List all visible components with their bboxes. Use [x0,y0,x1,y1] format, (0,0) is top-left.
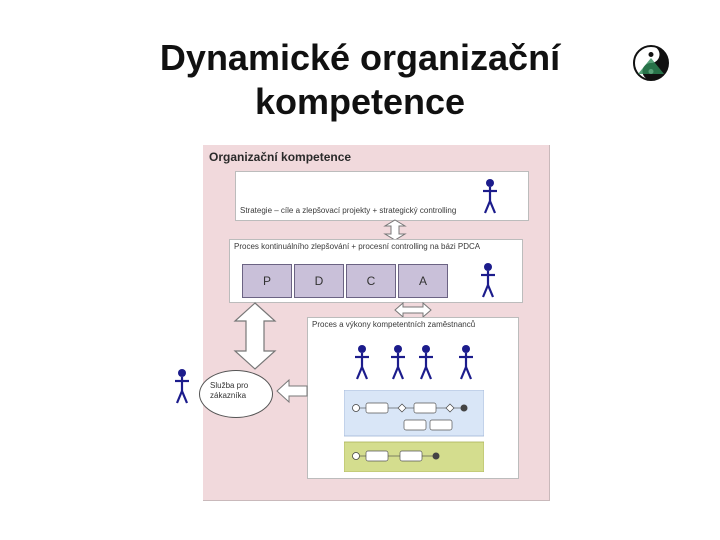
person-icon [391,345,405,380]
process-flow-lanes [344,390,484,472]
title-line-1: Dynamické organizační [159,37,561,78]
yin-yang-logo-icon [633,45,669,81]
person-icon [481,263,495,298]
strategy-label: Strategie – cíle a zlepšovací projekty +… [240,206,457,215]
service-line-1: Služba pro [210,381,249,390]
pdca-step-c: C [346,264,396,298]
pdca-step-d: D [294,264,344,298]
process-box: Proces a výkony kompetentních zaměstnanc… [307,317,519,479]
vertical-double-arrow [233,302,277,370]
double-arrow-2 [394,301,432,319]
competence-diagram: Organizační kompetence Strategie – cíle … [199,145,550,501]
person-icon [419,345,433,380]
person-icon [483,179,497,214]
person-icon [355,345,369,380]
pdca-step-p: P [242,264,292,298]
double-arrow-1 [383,219,407,241]
pdca-label: Proces kontinuálního zlepšování + proces… [234,242,481,251]
slide-title: Dynamické organizační kompetence [120,36,600,124]
left-arrow [276,378,308,404]
customer-service-ellipse: Služba pro zákazníka [199,370,273,418]
diagram-title: Organizační kompetence [209,150,352,164]
pdca-step-a: A [398,264,448,298]
pdca-box: Proces kontinuálního zlepšování + proces… [229,239,523,303]
service-line-2: zákazníka [210,391,247,400]
strategy-box: Strategie – cíle a zlepšovací projekty +… [235,171,529,221]
process-label: Proces a výkony kompetentních zaměstnanc… [312,320,476,329]
person-icon [459,345,473,380]
customer-service-label: Služba pro zákazníka [210,381,248,401]
title-line-2: kompetence [254,81,466,122]
customer-person-icon [175,369,189,404]
